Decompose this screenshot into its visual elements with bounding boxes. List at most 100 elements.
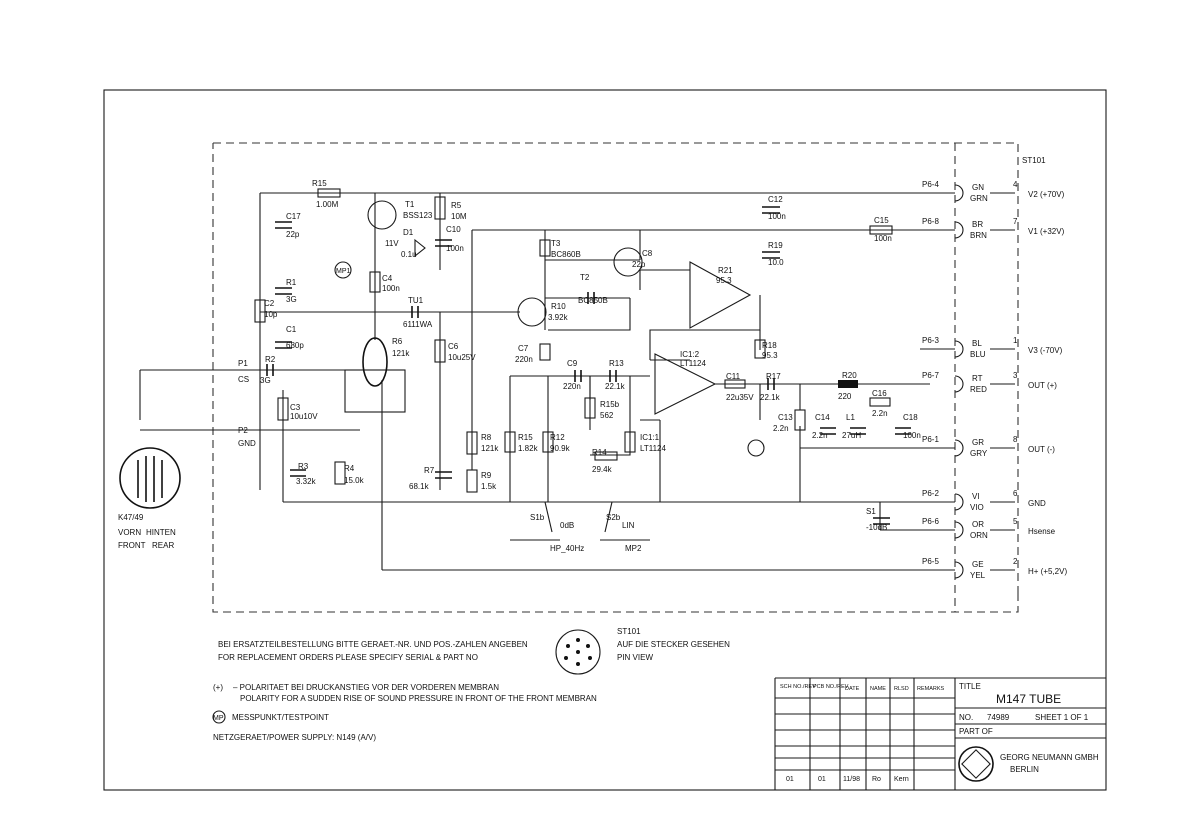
svg-text:VIO: VIO bbox=[970, 503, 984, 512]
svg-text:OUT (+): OUT (+) bbox=[1028, 381, 1057, 390]
input-p1: P1 bbox=[238, 359, 248, 368]
note-power-supply: NETZGERAET/POWER SUPPLY: N149 (A/V) bbox=[213, 733, 376, 742]
value-r4: 100n bbox=[382, 284, 400, 293]
label-r3: R4 bbox=[344, 464, 355, 473]
value-r8: 1.5k bbox=[481, 482, 497, 491]
label-l1: R20 bbox=[842, 371, 857, 380]
label-r9: T3 bbox=[551, 239, 561, 248]
no-label: NO. bbox=[959, 713, 973, 722]
svg-text:P6-1: P6-1 bbox=[922, 435, 939, 444]
value-r17: 2.2n bbox=[773, 424, 789, 433]
label-c14: L1 bbox=[846, 413, 855, 422]
value-c14: 27uH bbox=[842, 431, 861, 440]
tube-symbol bbox=[362, 337, 388, 387]
capsule-front-en: FRONT bbox=[118, 541, 146, 550]
svg-text:4: 4 bbox=[1013, 180, 1018, 189]
value-tu1: 121k bbox=[392, 349, 410, 358]
svg-text:8: 8 bbox=[1013, 435, 1018, 444]
label-r15b: R15 bbox=[518, 433, 533, 442]
value-c8: BC850B bbox=[578, 296, 608, 305]
wiring bbox=[139, 192, 955, 571]
label-c3: R3 bbox=[298, 462, 309, 471]
label-r1: C2 bbox=[264, 299, 275, 308]
label-c12: R19 bbox=[768, 241, 783, 250]
value-r15b: 1.82k bbox=[518, 444, 539, 453]
value-c9: 22.1k bbox=[605, 382, 626, 391]
label-c10: C17 bbox=[286, 212, 301, 221]
label-r7: R8 bbox=[481, 433, 492, 442]
note-mp-text: MESSPUNKT/TESTPOINT bbox=[232, 713, 329, 722]
value-r2: 10u10V bbox=[290, 412, 318, 421]
svg-text:NAME: NAME bbox=[870, 686, 886, 692]
label-s1: S1b bbox=[530, 513, 545, 522]
input-gnd: GND bbox=[238, 439, 256, 448]
value-c1: 3G bbox=[260, 376, 271, 385]
svg-text:VI: VI bbox=[972, 492, 980, 501]
label-r21: R18 bbox=[762, 341, 777, 350]
value-c4: 6111WA bbox=[403, 320, 433, 329]
value-c12: 10.0 bbox=[768, 258, 784, 267]
label-c13: C14 bbox=[815, 413, 830, 422]
label-r5: R5 bbox=[451, 201, 462, 210]
company-name: GEORG NEUMANN GMBH bbox=[1000, 753, 1099, 762]
label-tu1: R6 bbox=[392, 337, 403, 346]
label-r20: C16 bbox=[872, 389, 887, 398]
value-s2: LIN bbox=[622, 521, 635, 530]
svg-text:DATE: DATE bbox=[845, 686, 860, 692]
svg-text:GE: GE bbox=[972, 560, 984, 569]
svg-text:GR: GR bbox=[972, 438, 984, 447]
value-c5: 100n bbox=[446, 244, 464, 253]
svg-text:PCB NO./REV: PCB NO./REV bbox=[813, 684, 849, 690]
company-city: BERLIN bbox=[1010, 765, 1039, 774]
value-l1: 220 bbox=[838, 392, 852, 401]
part-of-label: PART OF bbox=[959, 727, 993, 736]
value-c16: 100n bbox=[903, 431, 921, 440]
value-r11: 90.9k bbox=[550, 444, 571, 453]
svg-text:YEL: YEL bbox=[970, 571, 986, 580]
value-c13: 2.2n bbox=[812, 431, 828, 440]
value-ic1-1: LT1124 bbox=[680, 359, 706, 368]
value-r13: 562 bbox=[600, 411, 614, 420]
svg-text:11/98: 11/98 bbox=[843, 776, 860, 783]
label-r14: IC1:1 bbox=[640, 433, 660, 442]
label-t2: R10 bbox=[551, 302, 566, 311]
svg-text:BL: BL bbox=[972, 339, 982, 348]
label-r6: C6 bbox=[448, 342, 459, 351]
label-t1: T1 bbox=[405, 200, 415, 209]
value-d1-volt: 0.1u bbox=[401, 250, 417, 259]
opamp-ic1-1 bbox=[654, 353, 717, 415]
testpoint-mp2: MP1 bbox=[336, 268, 351, 275]
svg-text:H+ (+5,2V): H+ (+5,2V) bbox=[1028, 567, 1067, 576]
svg-text:3: 3 bbox=[1013, 371, 1018, 380]
label-r17: C13 bbox=[778, 413, 793, 422]
value-c18: 100n bbox=[768, 212, 786, 221]
value-c7: 220n bbox=[563, 382, 581, 391]
value-d1: 11V bbox=[385, 239, 399, 248]
value-r15: 1.00M bbox=[316, 200, 339, 209]
value-r21: 95.3 bbox=[762, 351, 778, 360]
capsule-rear-de: HINTEN bbox=[146, 528, 176, 537]
svg-text:GRN: GRN bbox=[970, 194, 988, 203]
svg-text:P6-7: P6-7 bbox=[922, 371, 939, 380]
svg-text:ORN: ORN bbox=[970, 531, 988, 540]
label-t3: C8 bbox=[642, 249, 653, 258]
svg-text:6: 6 bbox=[1013, 489, 1018, 498]
label-c6: R7 bbox=[424, 466, 435, 475]
value-r7: 121k bbox=[481, 444, 499, 453]
testpoint-legend-icon bbox=[212, 710, 226, 724]
label-c17: R1 bbox=[286, 278, 297, 287]
input-p2: P2 bbox=[238, 426, 248, 435]
value-r19: 100n bbox=[874, 234, 892, 243]
value-r6: 10u25V bbox=[448, 353, 476, 362]
note-order-de: BEI ERSATZTEILBESTELLUNG BITTE GERAET.-N… bbox=[218, 640, 528, 649]
svg-text:P6-6: P6-6 bbox=[922, 517, 939, 526]
value-c2: 680p bbox=[286, 341, 304, 350]
svg-text:GND: GND bbox=[1028, 499, 1046, 508]
value-r1: 10p bbox=[264, 310, 278, 319]
capsule-name: K47/49 bbox=[118, 513, 144, 522]
